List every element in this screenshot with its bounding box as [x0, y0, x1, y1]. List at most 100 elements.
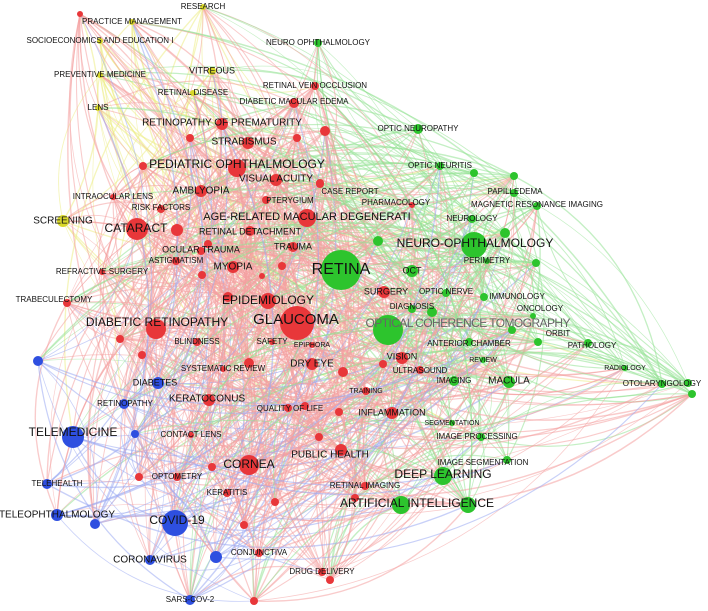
keyword-node-unlabeled[interactable]: [326, 576, 334, 584]
keyword-node[interactable]: [260, 293, 276, 309]
keyword-node[interactable]: [449, 420, 455, 426]
keyword-node[interactable]: [449, 376, 459, 386]
keyword-node[interactable]: [99, 269, 105, 275]
keyword-node-unlabeled[interactable]: [116, 335, 124, 343]
keyword-node[interactable]: [95, 105, 101, 111]
keyword-node-unlabeled[interactable]: [534, 338, 542, 346]
keyword-node[interactable]: [318, 568, 326, 576]
keyword-node[interactable]: [227, 261, 239, 273]
keyword-node[interactable]: [392, 496, 410, 514]
keyword-node[interactable]: [622, 365, 628, 371]
keyword-node[interactable]: [280, 306, 314, 340]
keyword-node-unlabeled[interactable]: [278, 262, 286, 270]
keyword-node[interactable]: [97, 38, 103, 44]
keyword-node-unlabeled[interactable]: [138, 351, 146, 359]
keyword-node-unlabeled[interactable]: [379, 360, 387, 368]
keyword-node[interactable]: [245, 226, 255, 236]
keyword-node-unlabeled[interactable]: [240, 521, 248, 529]
keyword-node[interactable]: [442, 289, 450, 297]
keyword-node[interactable]: [477, 433, 485, 441]
keyword-node[interactable]: [406, 265, 418, 277]
keyword-node[interactable]: [510, 189, 518, 197]
keyword-node-unlabeled[interactable]: [208, 463, 216, 471]
keyword-node[interactable]: [200, 4, 206, 10]
keyword-node[interactable]: [146, 319, 166, 339]
keyword-node[interactable]: [228, 159, 246, 177]
keyword-node[interactable]: [262, 196, 270, 204]
keyword-node-unlabeled[interactable]: [131, 430, 139, 438]
keyword-node[interactable]: [396, 352, 408, 364]
keyword-node-unlabeled[interactable]: [210, 551, 222, 563]
keyword-node-unlabeled[interactable]: [338, 367, 348, 377]
keyword-node[interactable]: [530, 313, 536, 319]
keyword-node[interactable]: [97, 72, 103, 78]
keyword-node[interactable]: [658, 380, 666, 388]
keyword-node[interactable]: [162, 510, 188, 536]
keyword-node[interactable]: [309, 342, 315, 348]
keyword-node[interactable]: [119, 399, 129, 409]
keyword-node[interactable]: [190, 90, 196, 96]
keyword-node[interactable]: [314, 39, 322, 47]
keyword-node[interactable]: [484, 258, 490, 264]
keyword-node[interactable]: [284, 404, 292, 412]
keyword-node-unlabeled[interactable]: [684, 379, 692, 387]
keyword-node[interactable]: [503, 376, 515, 388]
keyword-node-unlabeled[interactable]: [320, 126, 330, 136]
keyword-node-unlabeled[interactable]: [470, 169, 478, 177]
keyword-node-unlabeled[interactable]: [171, 224, 183, 236]
keyword-node[interactable]: [362, 387, 370, 395]
keyword-node[interactable]: [195, 185, 207, 197]
keyword-node[interactable]: [223, 489, 231, 497]
keyword-node[interactable]: [584, 339, 592, 347]
keyword-node[interactable]: [508, 326, 516, 334]
keyword-node[interactable]: [533, 202, 541, 210]
keyword-node-unlabeled[interactable]: [427, 307, 437, 317]
keyword-node-unlabeled[interactable]: [373, 236, 383, 246]
keyword-node-unlabeled[interactable]: [301, 402, 309, 410]
keyword-node[interactable]: [152, 377, 164, 389]
keyword-node[interactable]: [434, 467, 452, 485]
keyword-node[interactable]: [461, 232, 487, 258]
keyword-node[interactable]: [503, 456, 511, 464]
keyword-node-unlabeled[interactable]: [532, 259, 540, 267]
keyword-node[interactable]: [361, 482, 369, 490]
keyword-node[interactable]: [288, 242, 298, 252]
keyword-node[interactable]: [126, 218, 148, 240]
keyword-node[interactable]: [157, 205, 165, 213]
keyword-node-unlabeled[interactable]: [259, 273, 265, 279]
keyword-node[interactable]: [270, 174, 282, 186]
keyword-node-unlabeled[interactable]: [271, 498, 279, 506]
keyword-node[interactable]: [110, 194, 116, 200]
keyword-node[interactable]: [185, 595, 195, 605]
keyword-node[interactable]: [316, 179, 324, 187]
keyword-node-unlabeled[interactable]: [223, 292, 233, 302]
keyword-node-unlabeled[interactable]: [204, 240, 212, 248]
keyword-node-unlabeled[interactable]: [351, 494, 359, 502]
keyword-node[interactable]: [373, 315, 403, 345]
keyword-node[interactable]: [173, 473, 181, 481]
keyword-node[interactable]: [480, 357, 486, 363]
keyword-node[interactable]: [188, 432, 194, 438]
keyword-node[interactable]: [242, 137, 254, 149]
keyword-node-unlabeled[interactable]: [335, 408, 343, 416]
keyword-node-unlabeled[interactable]: [33, 356, 43, 366]
keyword-node[interactable]: [255, 549, 263, 557]
keyword-node-unlabeled[interactable]: [90, 519, 100, 529]
keyword-node[interactable]: [129, 19, 135, 25]
keyword-node[interactable]: [378, 286, 390, 298]
keyword-node[interactable]: [216, 118, 228, 130]
keyword-node-unlabeled[interactable]: [198, 271, 206, 279]
keyword-node-unlabeled[interactable]: [139, 162, 147, 170]
keyword-node[interactable]: [57, 215, 69, 227]
keyword-node-unlabeled[interactable]: [315, 433, 323, 441]
keyword-node-unlabeled[interactable]: [77, 11, 83, 17]
keyword-node-unlabeled[interactable]: [293, 134, 301, 142]
keyword-node[interactable]: [436, 162, 444, 170]
keyword-node[interactable]: [269, 339, 275, 345]
keyword-node[interactable]: [298, 209, 316, 227]
keyword-node[interactable]: [306, 358, 318, 370]
keyword-node[interactable]: [42, 479, 52, 489]
keyword-node[interactable]: [203, 394, 215, 406]
keyword-node[interactable]: [193, 338, 201, 346]
keyword-node[interactable]: [51, 509, 63, 521]
